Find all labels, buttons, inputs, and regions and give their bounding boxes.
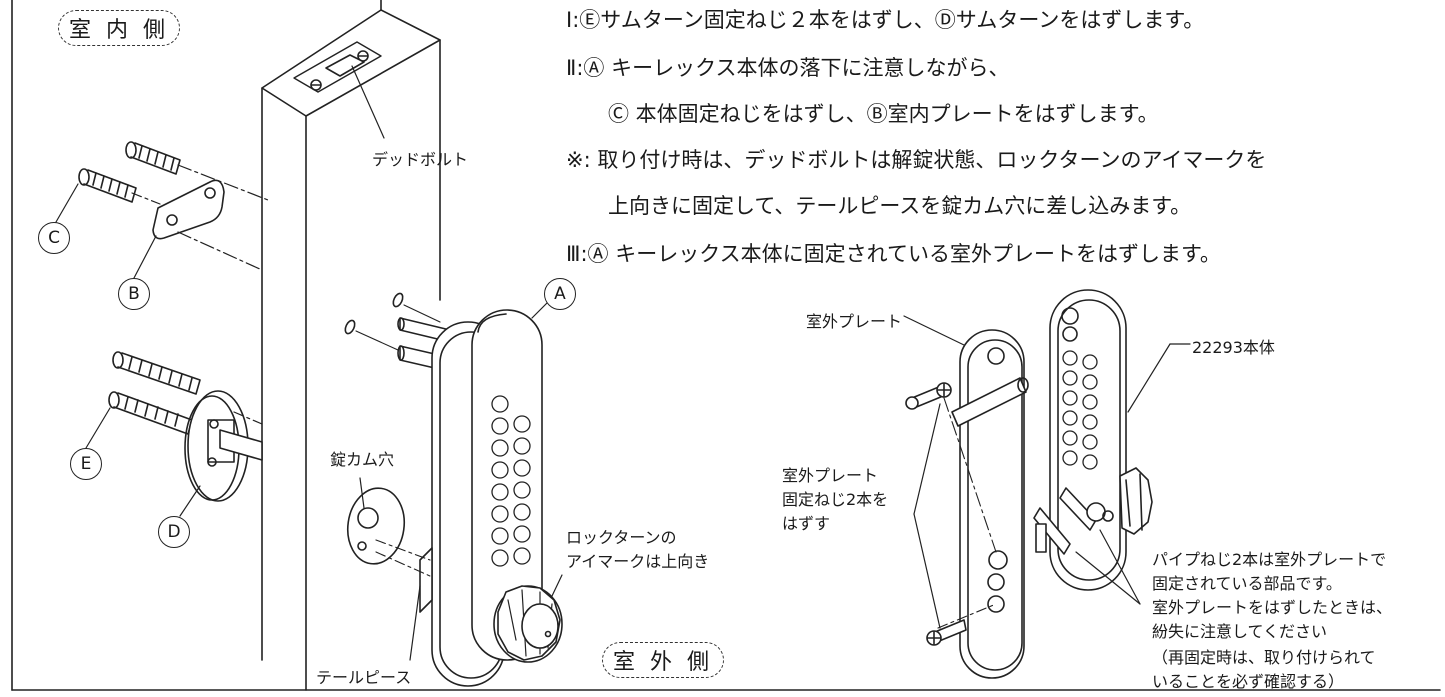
note-line-2: 上向きに固定して、テールピースを錠カム穴に差し込みます。	[608, 194, 1192, 218]
keypad	[1062, 350, 1098, 470]
keypad	[491, 395, 531, 567]
pipe-note-3: 室外プレートをはずしたときは、	[1152, 598, 1393, 617]
lock-turn-label-2: アイマークは上向き	[566, 552, 710, 571]
inside-side-label: 室 内 側	[58, 10, 180, 46]
body-screw	[125, 141, 181, 175]
door-panel	[261, 0, 441, 691]
screws-label-1: 室外プレート	[782, 466, 879, 485]
pipe-note-6: いることを必ず確認する）	[1152, 672, 1345, 691]
keyless-unit-a	[344, 292, 563, 687]
pipe-note-4: 紛失に注意してください	[1152, 622, 1328, 641]
inside-plate-group	[55, 141, 269, 279]
outside-side-label: 室 外 側	[602, 642, 724, 678]
tailpiece-label: テールピース	[316, 668, 412, 687]
keyless-unit-22293	[903, 289, 1191, 679]
pipe-note-5: （再固定時は、取り付けられて	[1152, 648, 1376, 667]
pipe-note-1: パイプねじ2本は室外プレートで	[1152, 550, 1387, 569]
pipe-note-2: 固定されている部品です。	[1152, 574, 1342, 593]
marker-c: C	[38, 222, 70, 254]
step-2-line-1: Ⅱ:Ⓐ キーレックス本体の落下に注意しながら、	[566, 56, 1010, 80]
marker-a: A	[544, 278, 576, 310]
body-screw	[78, 168, 137, 203]
step-2-line-2: Ⓒ 本体固定ねじをはずし、Ⓑ室内プレートをはずします。	[608, 102, 1159, 126]
lock-turn-label-1: ロックターンの	[566, 528, 677, 547]
step-3: Ⅲ:Ⓐ キーレックス本体に固定されている室外プレートをはずします。	[566, 242, 1221, 266]
marker-d: D	[158, 516, 190, 548]
marker-e: E	[70, 448, 102, 480]
thumb-turn-group	[85, 351, 263, 517]
cam-hole-label: 錠カム穴	[330, 450, 395, 469]
deadbolt-label: デッドボルト	[372, 150, 469, 169]
screws-label-3: はずす	[782, 514, 831, 533]
step-1: Ⅰ:Ⓔサムターン固定ねじ２本をはずし、Ⓓサムターンをはずします。	[566, 8, 1205, 32]
screws-label-2: 固定ねじ2本を	[782, 490, 889, 509]
thumbturn-screw	[112, 351, 201, 395]
note-line-1: ※: 取り付け時は、デッドボルトは解錠状態、ロックターンのアイマークを	[566, 148, 1267, 172]
marker-b: B	[118, 278, 150, 310]
thumbturn-screw	[108, 391, 193, 435]
outer-plate-label: 室外プレート	[806, 312, 903, 331]
body-22293-label: 22293本体	[1192, 338, 1275, 357]
